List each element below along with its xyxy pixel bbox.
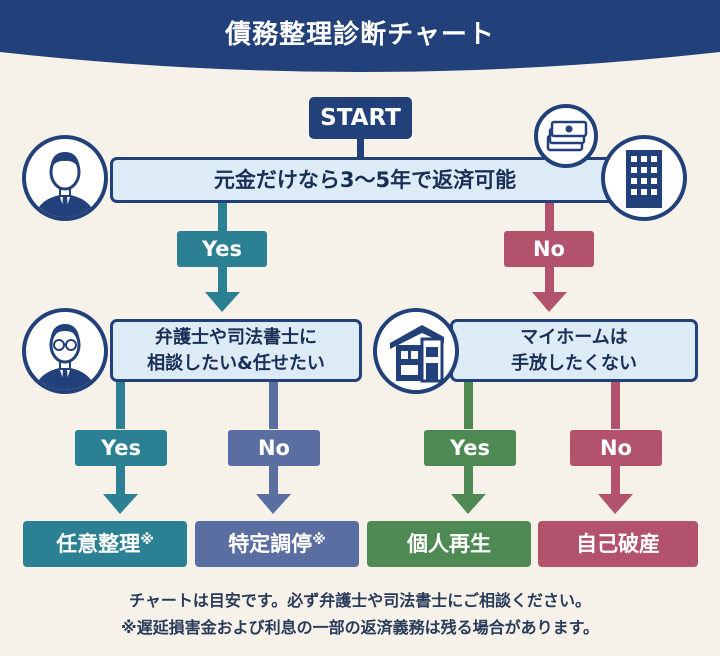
- house-icon: [373, 308, 459, 394]
- question-repay-3-5-years: 元金だけなら3〜5年で返済可能: [110, 157, 620, 203]
- chart-title: 債務整理診断チャート: [225, 20, 495, 50]
- result-specific-mediation-label: 特定調停: [228, 532, 313, 556]
- header-banner: [0, 0, 720, 72]
- question-keep-home-line2: 手放したくない: [511, 353, 637, 374]
- result-bankruptcy: 自己破産: [538, 521, 698, 567]
- result-bankruptcy-label: 自己破産: [576, 532, 660, 556]
- result-specific-mediation-mark: ※: [312, 532, 326, 548]
- q1-no-tag: No: [504, 231, 594, 267]
- glasses-man-icon: [22, 308, 108, 394]
- question-consult-lawyer-line2: 相談したい&任せたい: [147, 353, 325, 374]
- note-disclaimer: チャートは目安です。必ず弁護士や司法書士にご相談ください。: [129, 591, 591, 610]
- q3-no-tag: No: [570, 430, 662, 466]
- q1-yes-tag: Yes: [177, 231, 267, 267]
- result-individual-rehabilitation: 個人再生: [367, 521, 531, 567]
- note-remaining-obligation: ※遅延損害金および利息の一部の返済義務は残る場合があります。: [121, 618, 599, 637]
- result-voluntary-arrangement: 任意整理※: [23, 521, 187, 567]
- question-consult-lawyer-line1: 弁護士や司法書士に: [155, 327, 317, 348]
- question-consult-lawyer: 弁護士や司法書士に 相談したい&任せたい: [110, 319, 362, 382]
- businessman-icon: [22, 135, 108, 221]
- question-keep-home-line1: マイホームは: [520, 327, 628, 348]
- result-voluntary-arrangement-label: 任意整理: [56, 532, 141, 556]
- office-building-icon: [601, 135, 687, 221]
- q2-no-tag: No: [228, 430, 320, 466]
- result-voluntary-arrangement-mark: ※: [140, 532, 154, 548]
- q2-yes-tag: Yes: [75, 430, 167, 466]
- result-specific-mediation: 特定調停※: [195, 521, 359, 567]
- money-bills-icon: [534, 104, 598, 168]
- question-keep-home: マイホームは 手放したくない: [450, 319, 698, 382]
- q3-yes-tag: Yes: [424, 430, 516, 466]
- result-individual-rehabilitation-label: 個人再生: [407, 532, 491, 556]
- start-node: START: [309, 97, 412, 139]
